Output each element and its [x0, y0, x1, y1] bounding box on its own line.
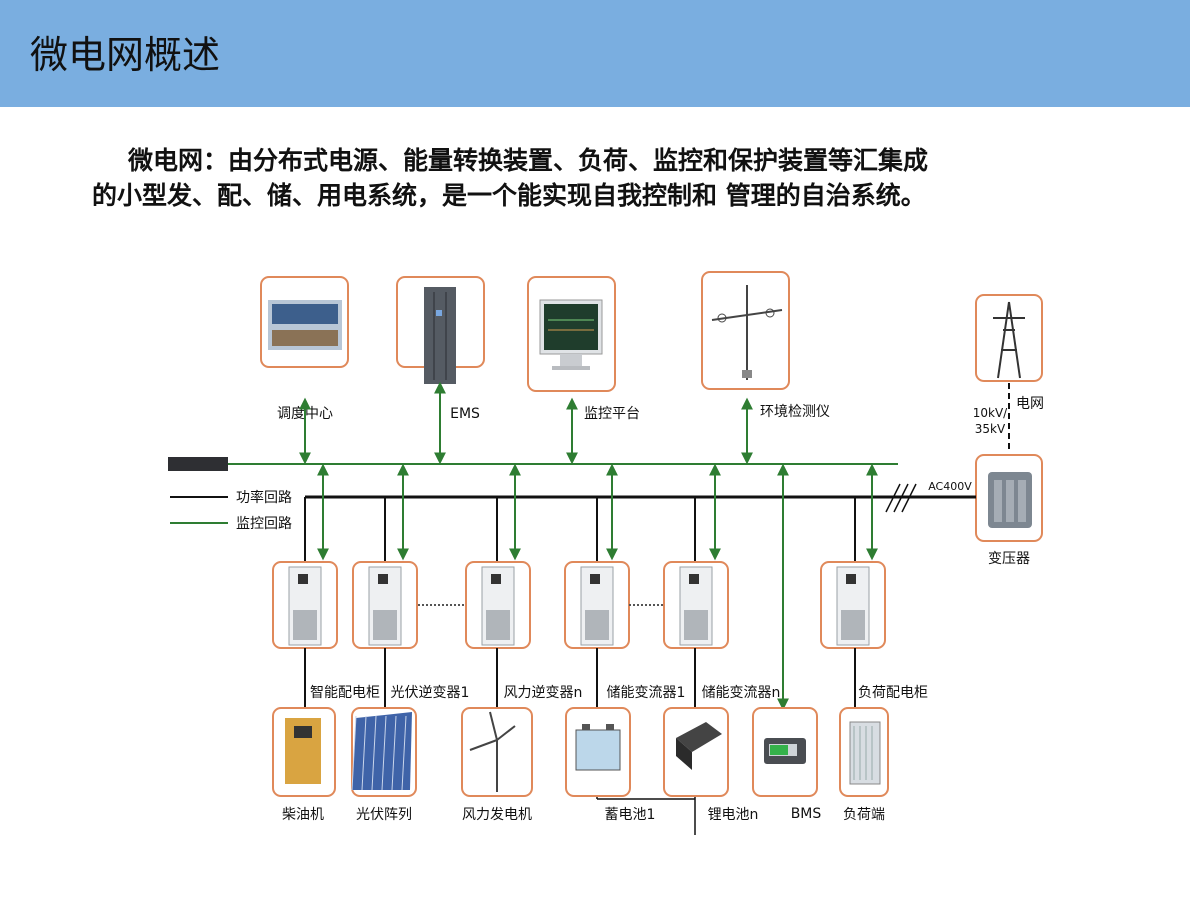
device-label-battery-1: 蓄电池1 [605, 807, 656, 823]
bms-device [752, 707, 818, 797]
transformer-node: 变压器 [975, 454, 1043, 567]
grid-node: 电网 10kV/ 35kV [973, 294, 1044, 436]
monitor-platform-label: 监控平台 [584, 406, 640, 422]
ems-label: EMS [450, 406, 480, 422]
communication-device [168, 457, 228, 471]
intro-line-1: 微电网：由分布式电源、能量转换装置、负荷、监控和保护装置等汇集成 [128, 146, 929, 175]
pv-array [351, 707, 417, 797]
cabinet-load [820, 561, 886, 649]
device-label-diesel: 柴油机 [282, 807, 324, 823]
intro-paragraph: 微电网：由分布式电源、能量转换装置、负荷、监控和保护装置等汇集成 的小型发、配、… [92, 143, 1102, 213]
legend-monitor: 监控回路 [236, 516, 292, 532]
lithium-battery [663, 707, 729, 797]
ac-voltage-label: AC400V [928, 480, 972, 493]
intro-line-2: 的小型发、配、储、用电系统，是一个能实现自我控制和 管理的自治系统。 [92, 181, 926, 210]
grid-voltage-2: 35kV [975, 422, 1006, 436]
cabinet-storage-1 [564, 561, 630, 649]
cabinet-label-distribution: 智能配电柜 [310, 685, 380, 701]
cabinet-storage-n [663, 561, 729, 649]
diesel-generator [272, 707, 336, 797]
legend-power: 功率回路 [236, 489, 292, 506]
cabinet-distribution [272, 561, 338, 649]
ems-node: EMS [396, 276, 485, 422]
device-label-wind: 风力发电机 [462, 807, 532, 823]
battery-1 [565, 707, 631, 797]
device-label-pv: 光伏阵列 [356, 807, 412, 823]
header-bar: 微电网概述 [0, 0, 1190, 107]
legend: 功率回路 监控回路 [170, 489, 292, 532]
device-label-bms: BMS [791, 806, 822, 822]
env-monitor-node: 环境检测仪 [701, 271, 830, 420]
device-label-lithium-n: 锂电池n [708, 807, 759, 823]
cabinet-pv-inverter [352, 561, 418, 649]
cabinet-label-load: 负荷配电柜 [858, 685, 928, 701]
cabinet-label-wind-inverter: 风力逆变器n [504, 685, 583, 701]
grid-voltage-1: 10kV/ [973, 406, 1008, 420]
monitor-platform-node: 监控平台 [527, 276, 640, 422]
page-title: 微电网概述 [30, 33, 221, 77]
cabinet-label-pv-inverter: 光伏逆变器1 [391, 685, 470, 701]
env-monitor-label: 环境检测仪 [760, 404, 830, 420]
dispatch-center-node: 调度中心 [260, 276, 349, 422]
load-terminal [839, 707, 889, 797]
cabinet-label-storage-1: 储能变流器1 [607, 685, 686, 701]
wind-turbine [461, 707, 533, 797]
grid-label: 电网 [1016, 396, 1044, 412]
cabinet-label-storage-n: 储能变流器n [702, 685, 781, 701]
device-label-load: 负荷端 [843, 807, 885, 823]
cabinet-wind-inverter [465, 561, 531, 649]
transformer-label: 变压器 [988, 551, 1030, 567]
